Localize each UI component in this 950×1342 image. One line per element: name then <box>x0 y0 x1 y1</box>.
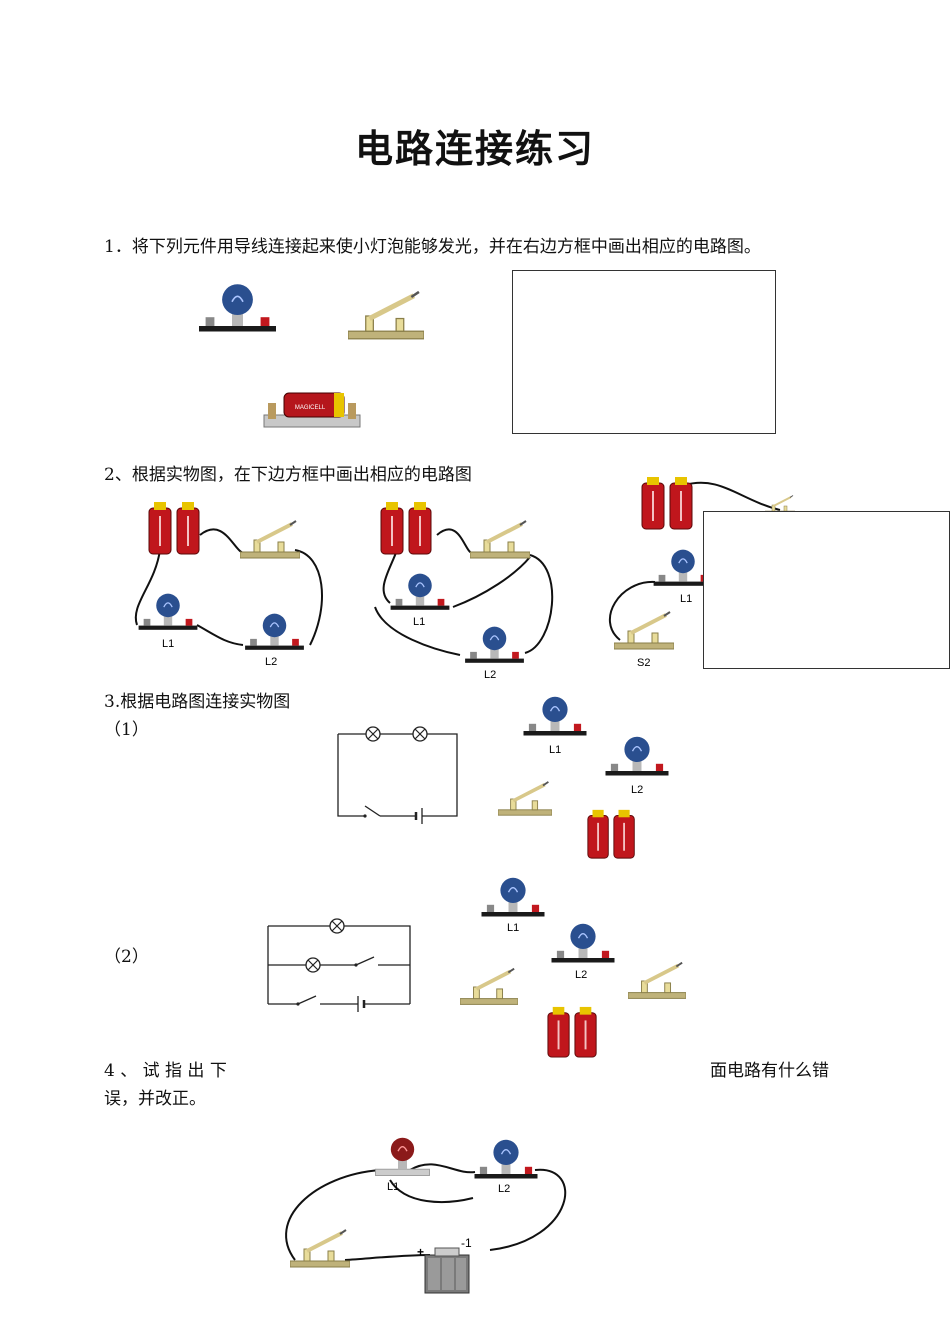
question-4-text-right: 面电路有什么错 <box>710 1061 829 1081</box>
question-3-part-1: （1） <box>104 720 149 740</box>
label-l1: L1 <box>413 616 425 628</box>
label-l1: L1 <box>507 922 519 934</box>
label-l2: L2 <box>498 1183 510 1195</box>
label-l1: L1 <box>162 638 174 650</box>
q3-2-schematic <box>267 918 411 1012</box>
switch-component <box>348 290 424 342</box>
q3-1-bulb-l1: L1 <box>522 696 588 756</box>
question-3-text: 3.根据电路图连接实物图 <box>104 692 291 712</box>
battery-brand: MAGICELL <box>295 405 326 411</box>
q4-circuit: L1 L2 + -1 <box>285 1137 567 1294</box>
q3-2-bulb-l2: L2 <box>550 922 616 981</box>
q3-2-switch-a <box>460 966 520 1010</box>
label-l2: L2 <box>631 784 643 796</box>
question-2-text: 2、根据实物图，在下边方框中画出相应的电路图 <box>104 465 472 485</box>
q3-1-schematic <box>337 726 458 824</box>
q4-battery-pack <box>424 1247 470 1294</box>
question-4-text-left: 4 、 试 指 出 下 <box>104 1061 227 1081</box>
q3-1-batteries <box>586 808 636 860</box>
q2-circuit-a: L1 L2 <box>134 501 323 668</box>
q3-1-switch <box>498 778 552 822</box>
label-l1: L1 <box>387 1181 399 1193</box>
label-l1: L1 <box>549 744 561 756</box>
label-s2: S2 <box>637 657 650 669</box>
answer-box-q1[interactable] <box>512 270 776 434</box>
label-l1: L1 <box>680 593 692 605</box>
q3-1-bulb-l2: L2 <box>604 736 670 796</box>
q3-2-switch-b <box>628 960 688 1004</box>
label-l2: L2 <box>484 669 496 681</box>
q3-2-batteries <box>546 1005 598 1059</box>
q3-2-bulb-l1: L1 <box>480 876 546 934</box>
battery-holder-component: MAGICELL <box>263 392 361 428</box>
answer-box-q2[interactable] <box>703 511 950 669</box>
question-4-text-line2: 误，并改正。 <box>104 1089 206 1109</box>
label-plus: + <box>417 1245 424 1259</box>
q2-circuit-b: L1 L2 <box>374 501 554 681</box>
question-1-text: 1．将下列元件用导线连接起来使小灯泡能够发光，并在右边方框中画出相应的电路图。 <box>104 237 761 257</box>
label-minus: -1 <box>461 1236 472 1250</box>
bulb-component <box>197 283 278 333</box>
label-l2: L2 <box>575 969 587 981</box>
question-3-part-2: （2） <box>104 947 149 967</box>
label-l2: L2 <box>265 656 277 668</box>
page-title: 电路连接练习 <box>354 127 595 171</box>
q2-circuit-c: L1 S2 <box>608 476 795 669</box>
